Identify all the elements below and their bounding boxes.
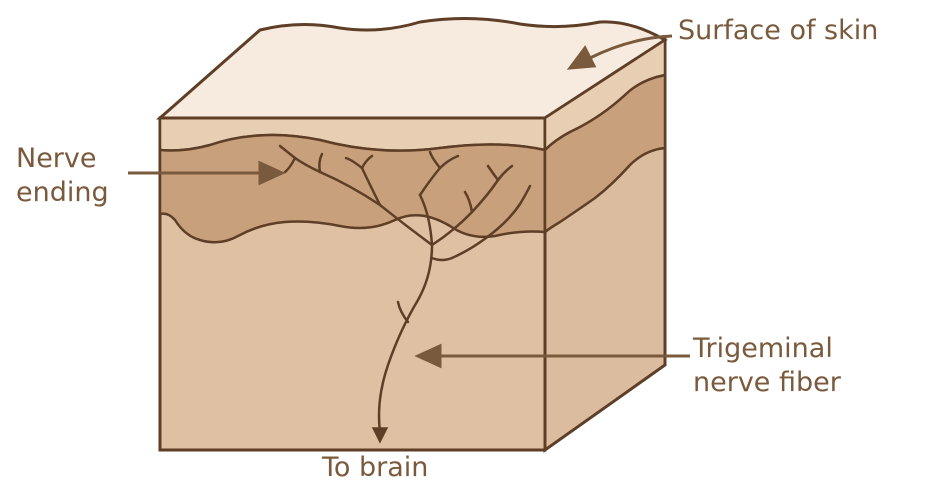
surface-of-skin-text: Surface of skin <box>678 14 878 48</box>
nerve-ending-line-1: Nerve <box>16 142 109 176</box>
trigeminal-nerve-fiber-label: Trigeminal nerve fiber <box>693 332 841 400</box>
to-brain-label: To brain <box>322 451 428 485</box>
nerve-ending-label: Nerve ending <box>16 142 109 210</box>
to-brain-text: To brain <box>322 451 428 485</box>
nerve-ending-line-2: ending <box>16 176 109 210</box>
surface-of-skin-label: Surface of skin <box>678 14 878 48</box>
trigeminal-line-2: nerve fiber <box>693 366 841 400</box>
trigeminal-line-1: Trigeminal <box>693 332 841 366</box>
